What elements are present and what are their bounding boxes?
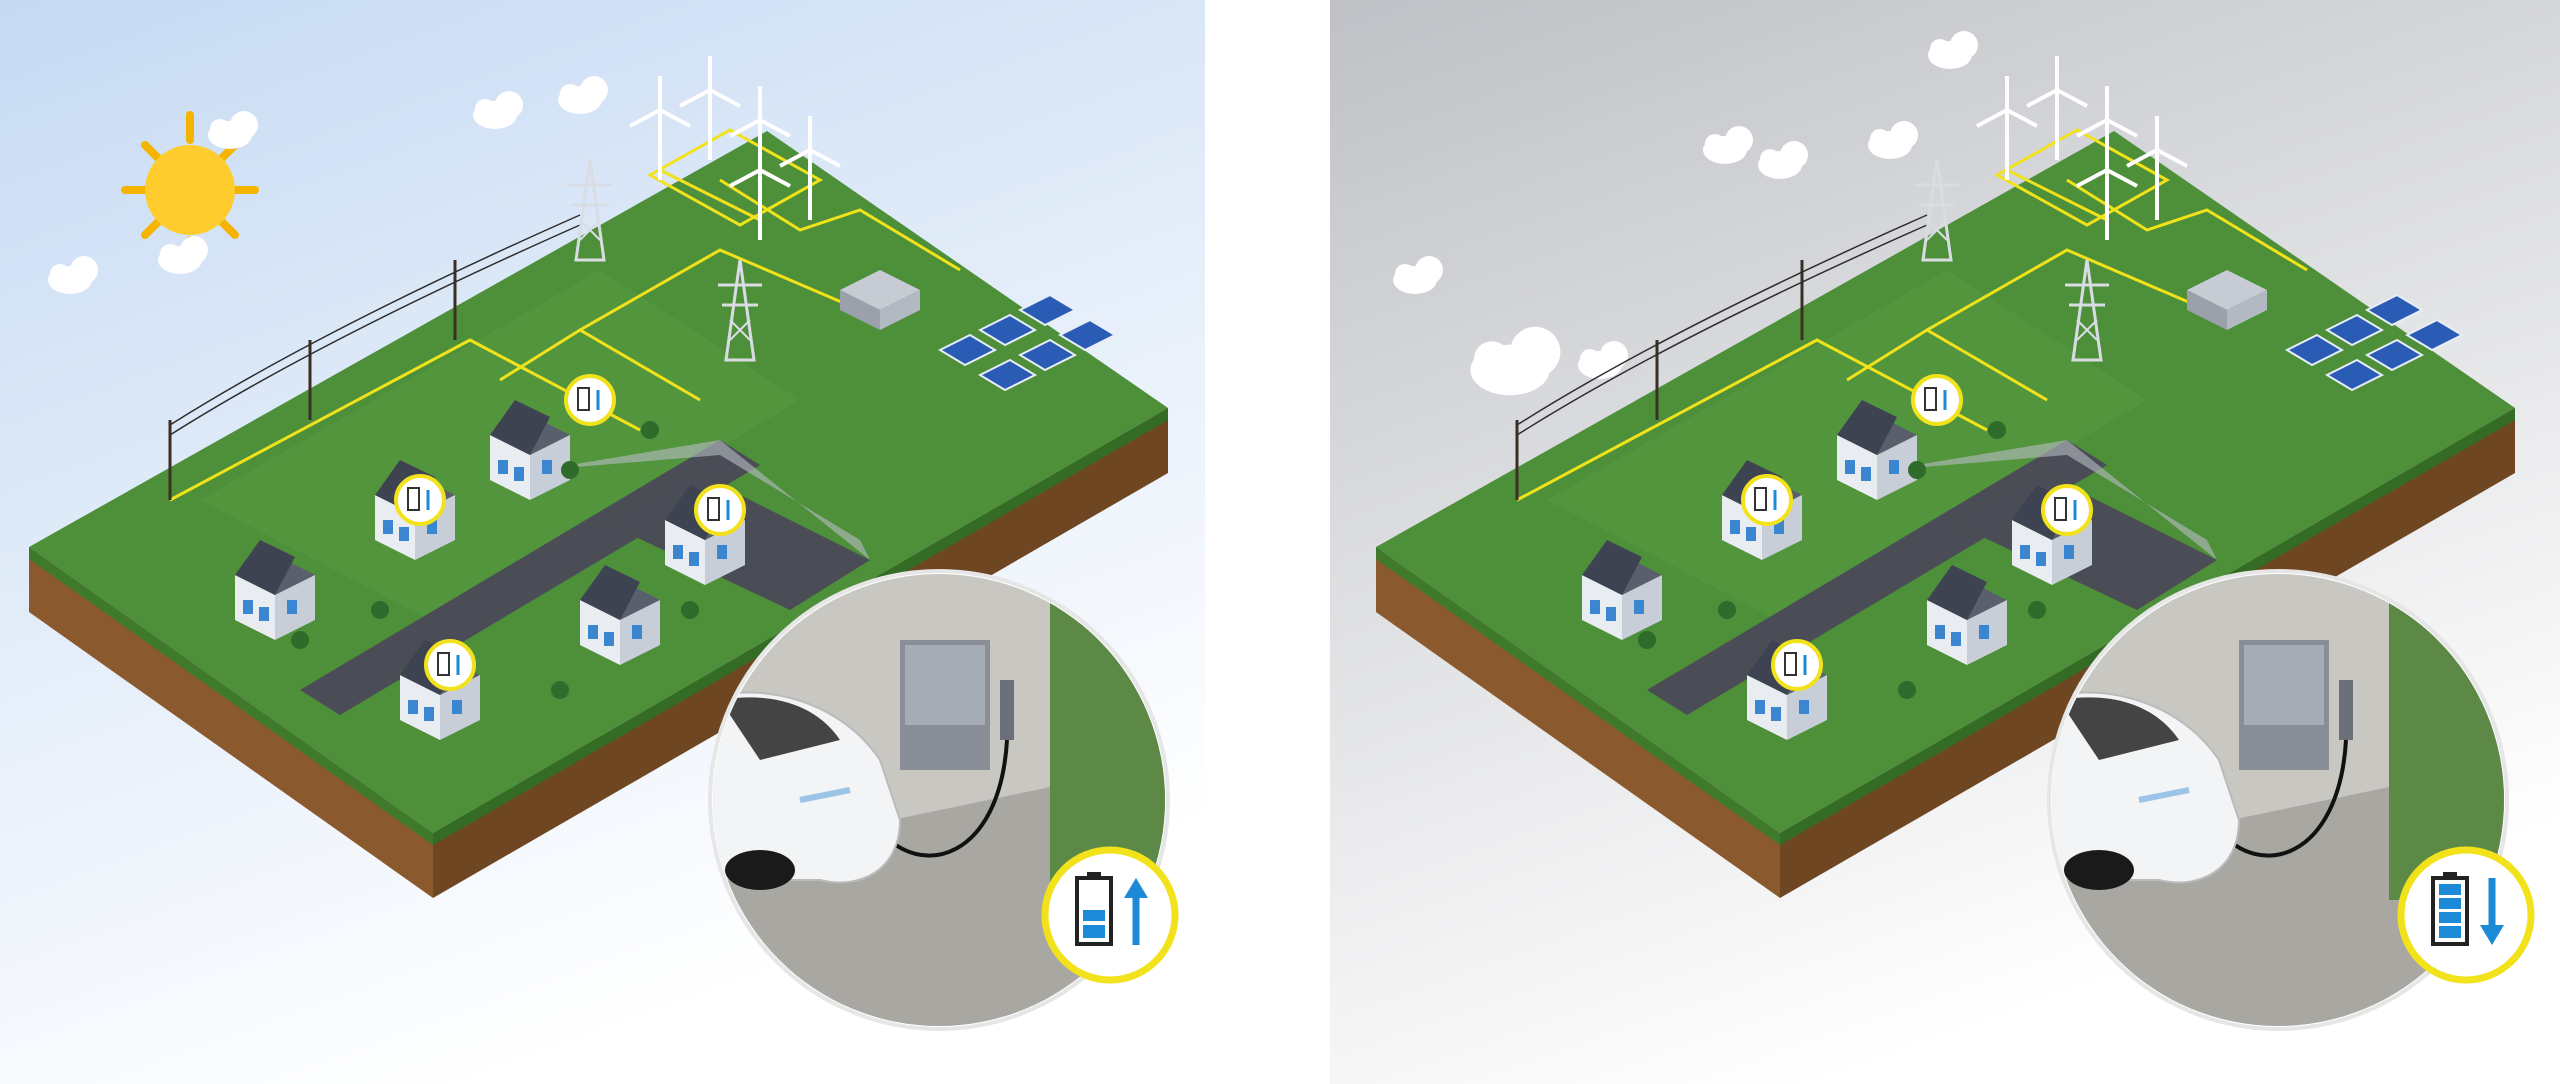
electric-car-icon xyxy=(2052,691,2241,890)
battery-charging-badge xyxy=(1041,846,1179,984)
arrow-up-icon xyxy=(1124,878,1148,945)
arrow-down-icon xyxy=(2480,878,2504,945)
panel-discharging xyxy=(1330,0,2560,1084)
panel-charging xyxy=(0,0,1205,1084)
wallbox-charger-icon xyxy=(2239,640,2353,770)
discharging-inset xyxy=(2047,569,2509,1031)
electric-car-icon xyxy=(713,691,902,890)
charging-inset xyxy=(708,569,1170,1031)
battery-icon xyxy=(2431,872,2469,946)
wallbox-charger-icon xyxy=(900,640,1014,770)
battery-icon xyxy=(1075,872,1113,946)
battery-discharging-badge xyxy=(2397,846,2535,984)
